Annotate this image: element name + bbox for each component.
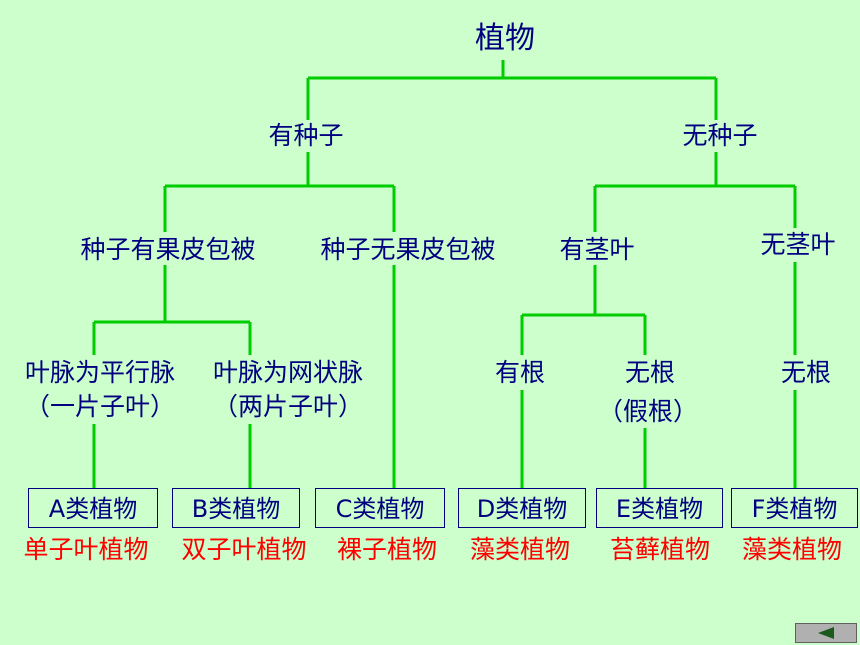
node-seed-uncovered: 种子无果皮包被 [320, 235, 496, 264]
node-one-cotyledon: （一片子叶） [24, 392, 176, 421]
node-two-cotyledons: （两片子叶） [212, 392, 364, 421]
group-dicot: 双子叶植物 [181, 535, 307, 564]
node-net-vein: 叶脉为网状脉 [212, 358, 364, 387]
group-algae-f: 藻类植物 [741, 535, 843, 564]
node-has-seed: 有种子 [268, 121, 344, 150]
group-monocot: 单子叶植物 [23, 535, 149, 564]
node-no-root-1: 无根 [624, 358, 676, 387]
back-arrow-icon [818, 627, 834, 639]
node-false-root: （假根） [597, 397, 699, 426]
box-f: F类植物 [731, 488, 858, 528]
box-c: C类植物 [315, 488, 445, 528]
box-d: D类植物 [458, 488, 586, 528]
node-no-stem-leaf: 无茎叶 [760, 230, 836, 259]
group-bryophyte: 苔藓植物 [609, 535, 711, 564]
back-button[interactable] [795, 623, 857, 643]
node-has-root: 有根 [494, 358, 546, 387]
group-algae-d: 藻类植物 [469, 535, 571, 564]
node-has-stem-leaf: 有茎叶 [559, 235, 635, 264]
box-e: E类植物 [596, 488, 723, 528]
root-node: 植物 [475, 21, 535, 56]
node-no-seed: 无种子 [682, 121, 758, 150]
group-gymnosperm: 裸子植物 [336, 535, 438, 564]
box-b: B类植物 [172, 488, 300, 528]
node-no-root-2: 无根 [780, 358, 832, 387]
box-a: A类植物 [28, 488, 158, 528]
node-parallel-vein: 叶脉为平行脉 [24, 358, 176, 387]
node-seed-covered: 种子有果皮包被 [80, 235, 256, 264]
